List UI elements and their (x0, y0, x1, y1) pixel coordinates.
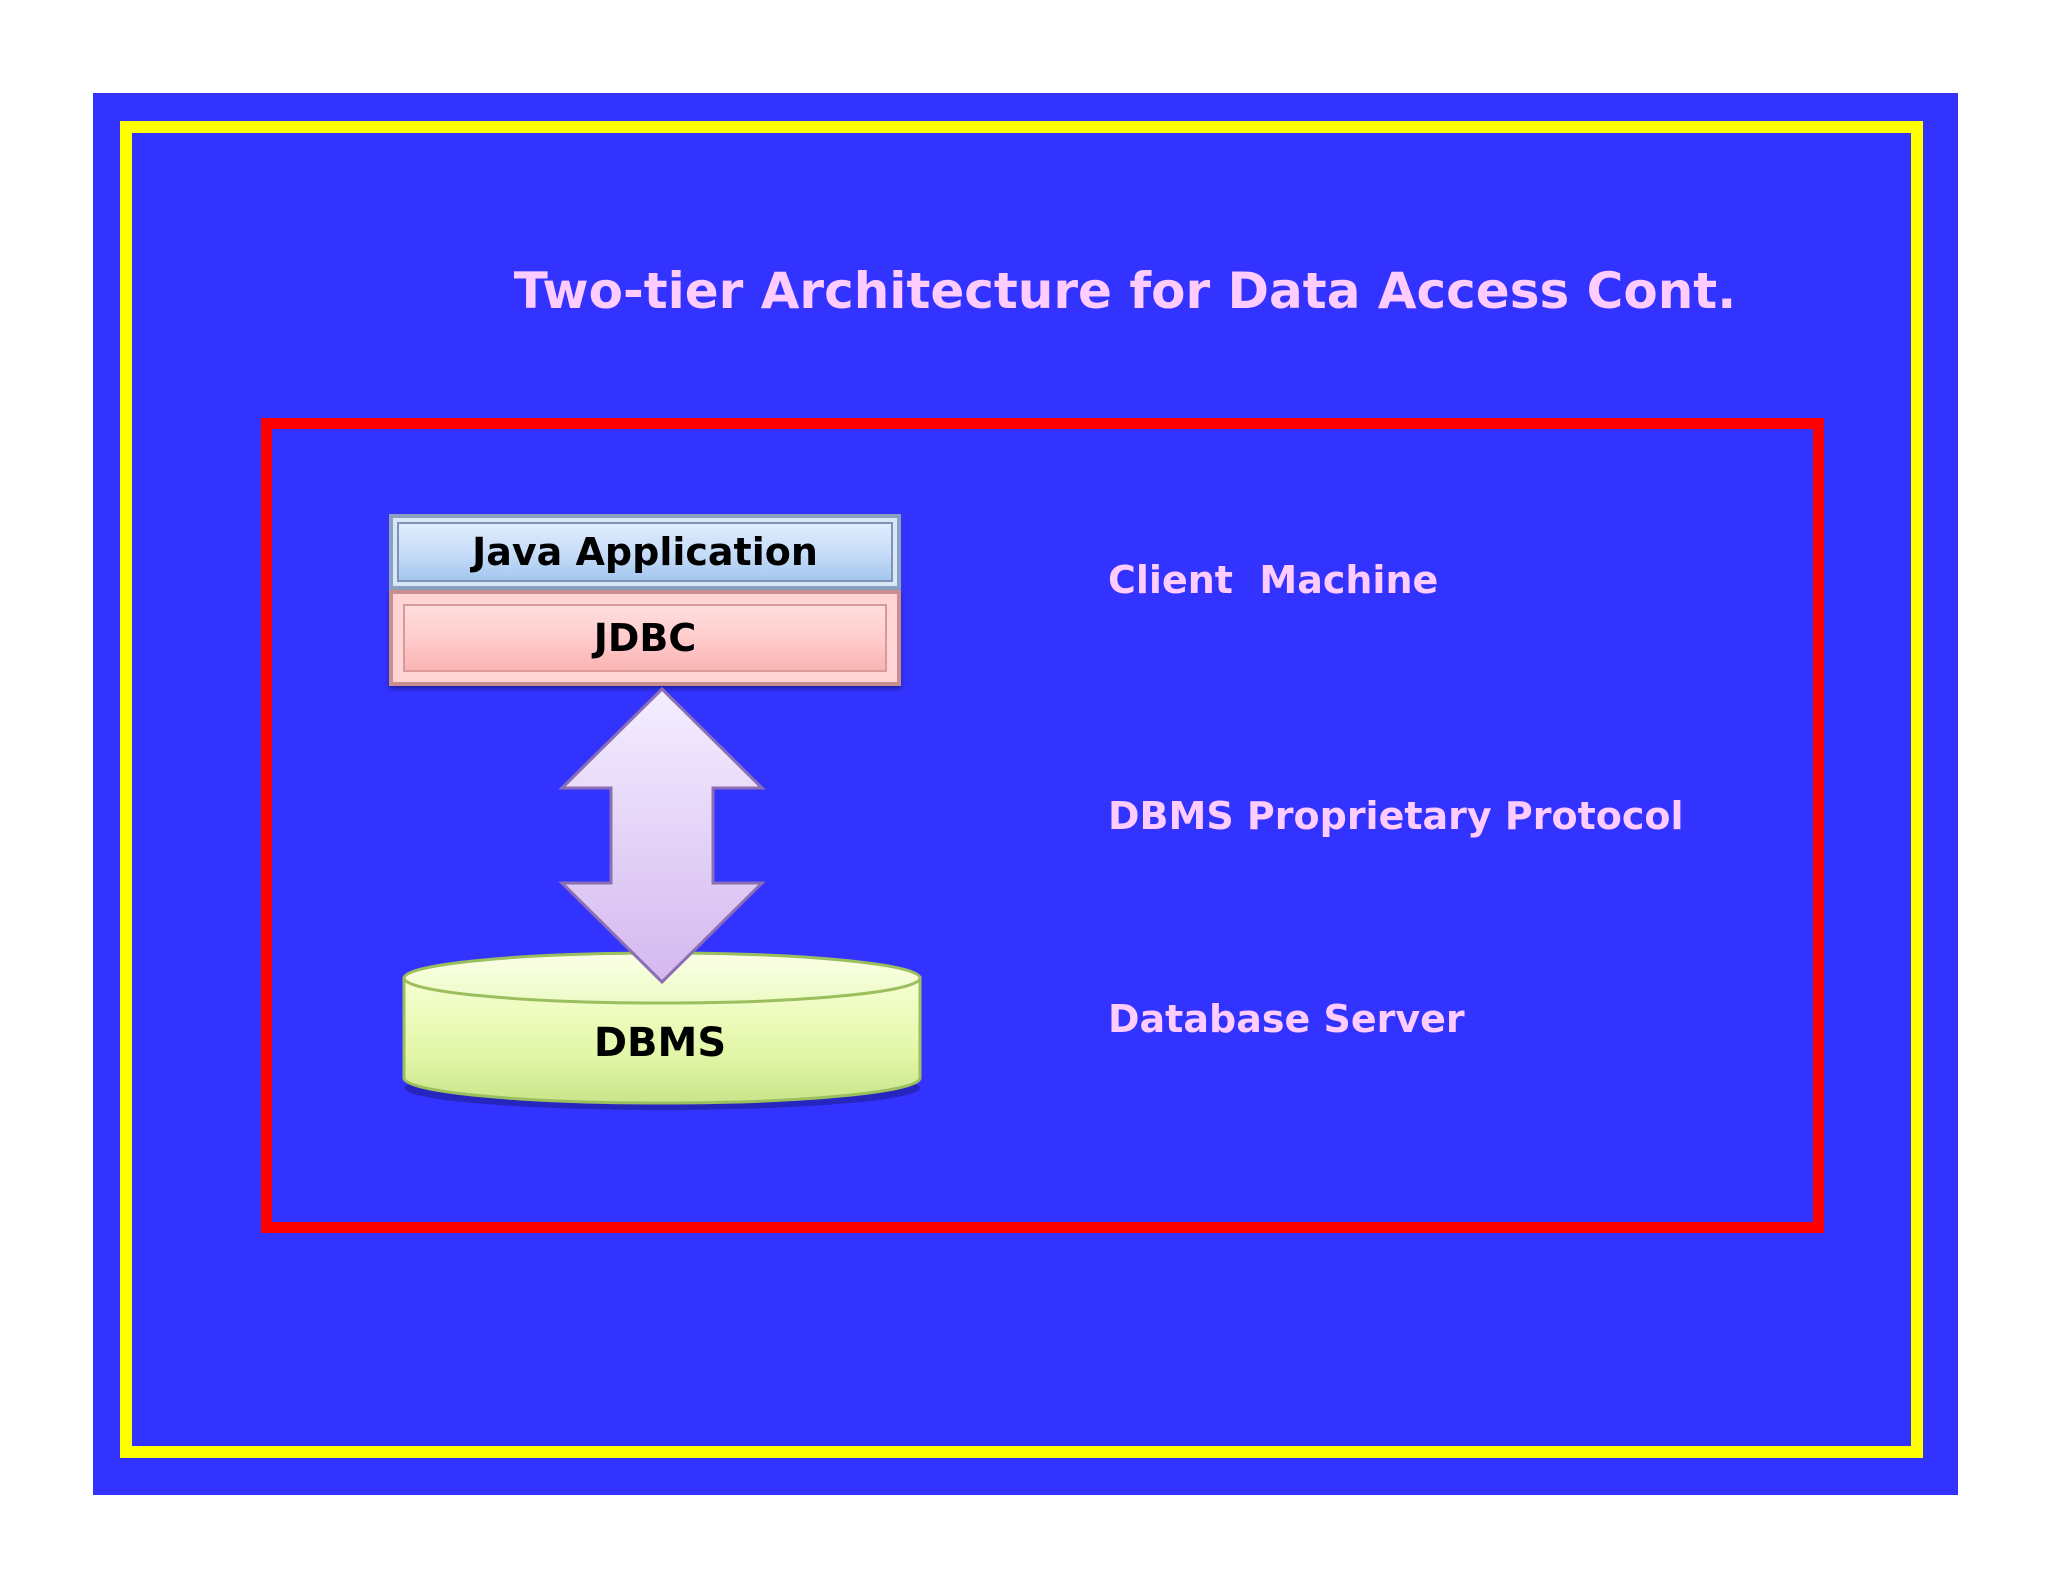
database-server-label: Database Server (1108, 997, 1465, 1041)
client-machine-label: Client Machine (1108, 558, 1439, 602)
jdbc-box: JDBC (389, 590, 901, 686)
slide-background (93, 93, 1958, 1495)
java-application-label: Java Application (472, 530, 818, 574)
inner-frame (261, 418, 1824, 1233)
protocol-label: DBMS Proprietary Protocol (1108, 794, 1684, 838)
dbms-label: DBMS (593, 1020, 727, 1066)
java-application-box: Java Application (389, 514, 901, 590)
slide-title: Two-tier Architecture for Data Access Co… (513, 262, 1737, 320)
jdbc-label: JDBC (593, 616, 697, 660)
outer-frame (120, 121, 1923, 1458)
